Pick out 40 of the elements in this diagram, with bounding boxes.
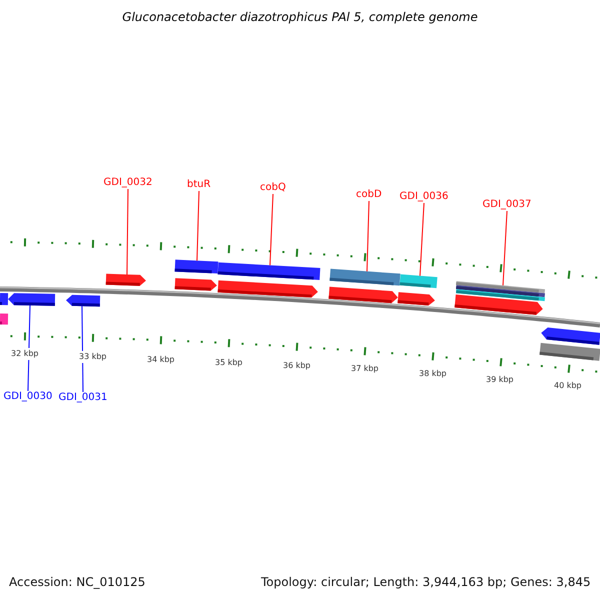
gene-label: GDI_0031 xyxy=(58,392,108,404)
axis-tick-label: 33 kbp xyxy=(79,351,107,363)
gene-feature xyxy=(0,314,8,325)
axis-tick-label: 32 kbp xyxy=(11,348,39,360)
leader-line xyxy=(270,194,274,266)
gene-feature xyxy=(66,294,100,307)
axis-tick-label: 37 kbp xyxy=(351,363,379,375)
gene-feature xyxy=(540,342,600,361)
gene-feature xyxy=(398,292,435,306)
axis-tick-label: 39 kbp xyxy=(486,374,514,386)
gene-label: GDI_0037 xyxy=(482,199,532,211)
gene-label: GDI_0036 xyxy=(400,191,448,203)
axis-tick-label: 40 kbp xyxy=(554,380,582,392)
gene-label: GDI_0032 xyxy=(104,177,152,189)
gene-label: cobQ xyxy=(260,182,286,194)
gene-feature xyxy=(174,260,218,274)
gene-feature xyxy=(106,274,146,286)
axis-tick-label: 38 kbp xyxy=(419,368,447,380)
gene-label: GDI_0030 xyxy=(4,391,52,403)
leader-line xyxy=(366,200,370,272)
gene-feature xyxy=(400,274,438,288)
axis-tick-label: 36 kbp xyxy=(283,360,311,372)
axis-tick-label: 35 kbp xyxy=(215,357,243,369)
gene-feature xyxy=(330,268,400,286)
leader-line xyxy=(502,210,508,286)
genome-info-text: Topology: circular; Length: 3,944,163 bp; Genes: 3,845 xyxy=(261,574,591,590)
gene-feature xyxy=(174,278,217,291)
gene-feature xyxy=(0,293,8,306)
axis-tick-label: 34 kbp xyxy=(147,354,175,366)
leader-line xyxy=(126,188,128,275)
leader-line xyxy=(28,304,30,392)
diagram-title: Gluconacetobacter diazotrophicus PAl 5, complete genome xyxy=(121,11,479,23)
gene-feature xyxy=(541,328,600,345)
leader-line xyxy=(420,202,424,276)
gene-label: btuR xyxy=(187,179,211,191)
leader-line xyxy=(82,306,84,392)
leader-line xyxy=(196,190,200,262)
gene-label: cobD xyxy=(356,189,382,201)
gene-feature xyxy=(456,289,545,302)
accession-text: Accession: NC_010125 xyxy=(9,574,146,590)
